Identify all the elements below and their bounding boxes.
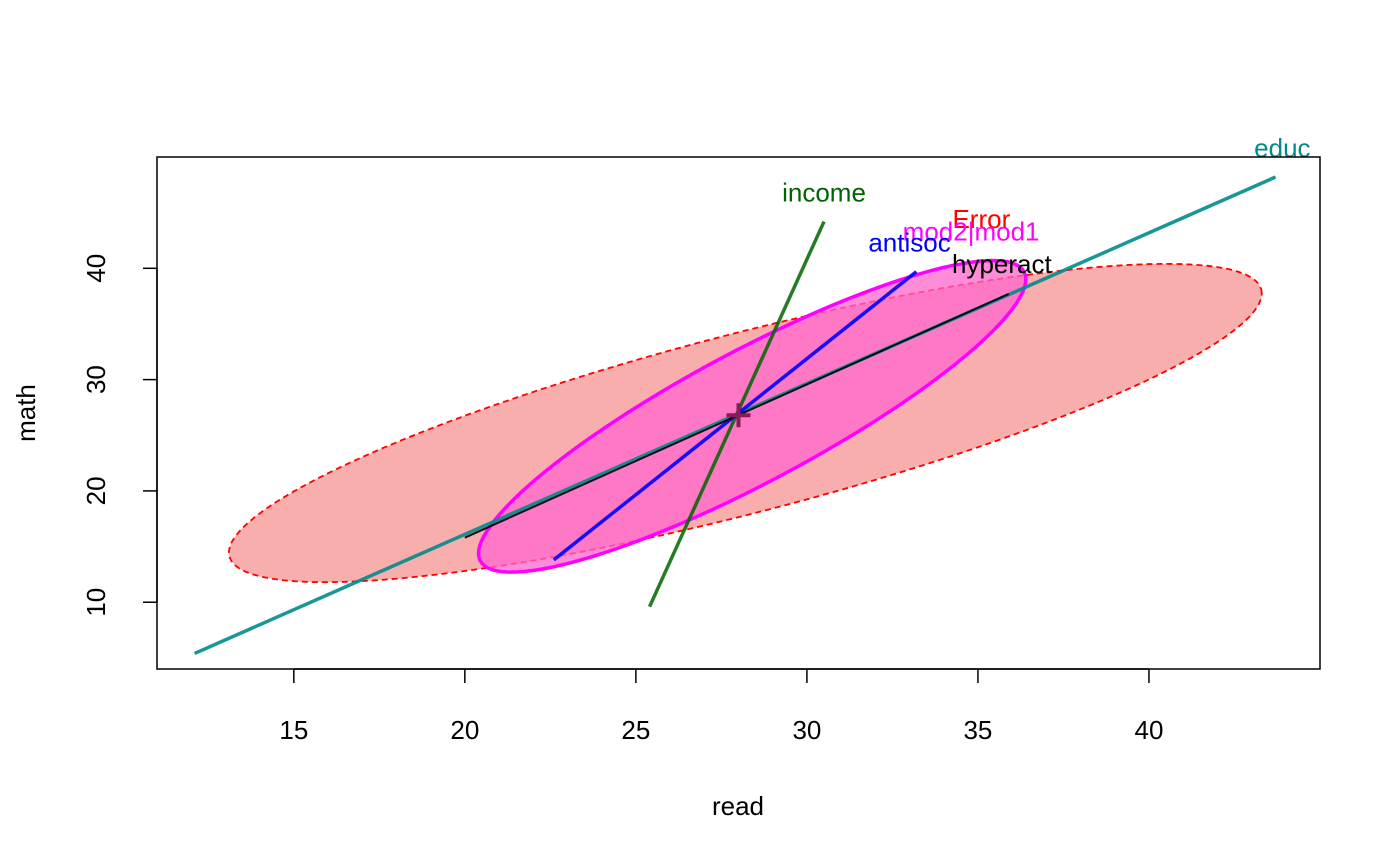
x-tick-label: 30 (792, 715, 821, 745)
hypothesis-ellipse-mod2-mod1 (476, 258, 1028, 574)
series-label-antisoc: antisoc (868, 228, 950, 258)
y-tick-label: 30 (81, 365, 111, 394)
x-axis: 15 20 25 30 35 40 (279, 668, 1164, 745)
series-label-hyperact: hyperact (952, 249, 1052, 279)
x-tick-label: 20 (450, 715, 479, 745)
x-axis-label: read (712, 791, 764, 821)
y-axis-label: math (11, 384, 41, 442)
center-marker (726, 403, 751, 428)
series-label-income: income (782, 178, 866, 208)
series-label-error: Error (952, 204, 1010, 234)
series-label-educ: educ (1254, 133, 1310, 163)
x-tick-label: 15 (279, 715, 308, 745)
y-tick-label: 10 (81, 588, 111, 617)
x-tick-label: 40 (1135, 715, 1164, 745)
y-tick-label: 40 (81, 254, 111, 283)
y-axis: 10 20 30 40 (81, 254, 158, 617)
x-tick-label: 25 (621, 715, 650, 745)
y-tick-label: 20 (81, 476, 111, 505)
series-label-mod2-mod1: mod2|mod1 (903, 216, 1040, 246)
plot-area (193, 175, 1277, 656)
x-tick-label: 35 (963, 715, 992, 745)
